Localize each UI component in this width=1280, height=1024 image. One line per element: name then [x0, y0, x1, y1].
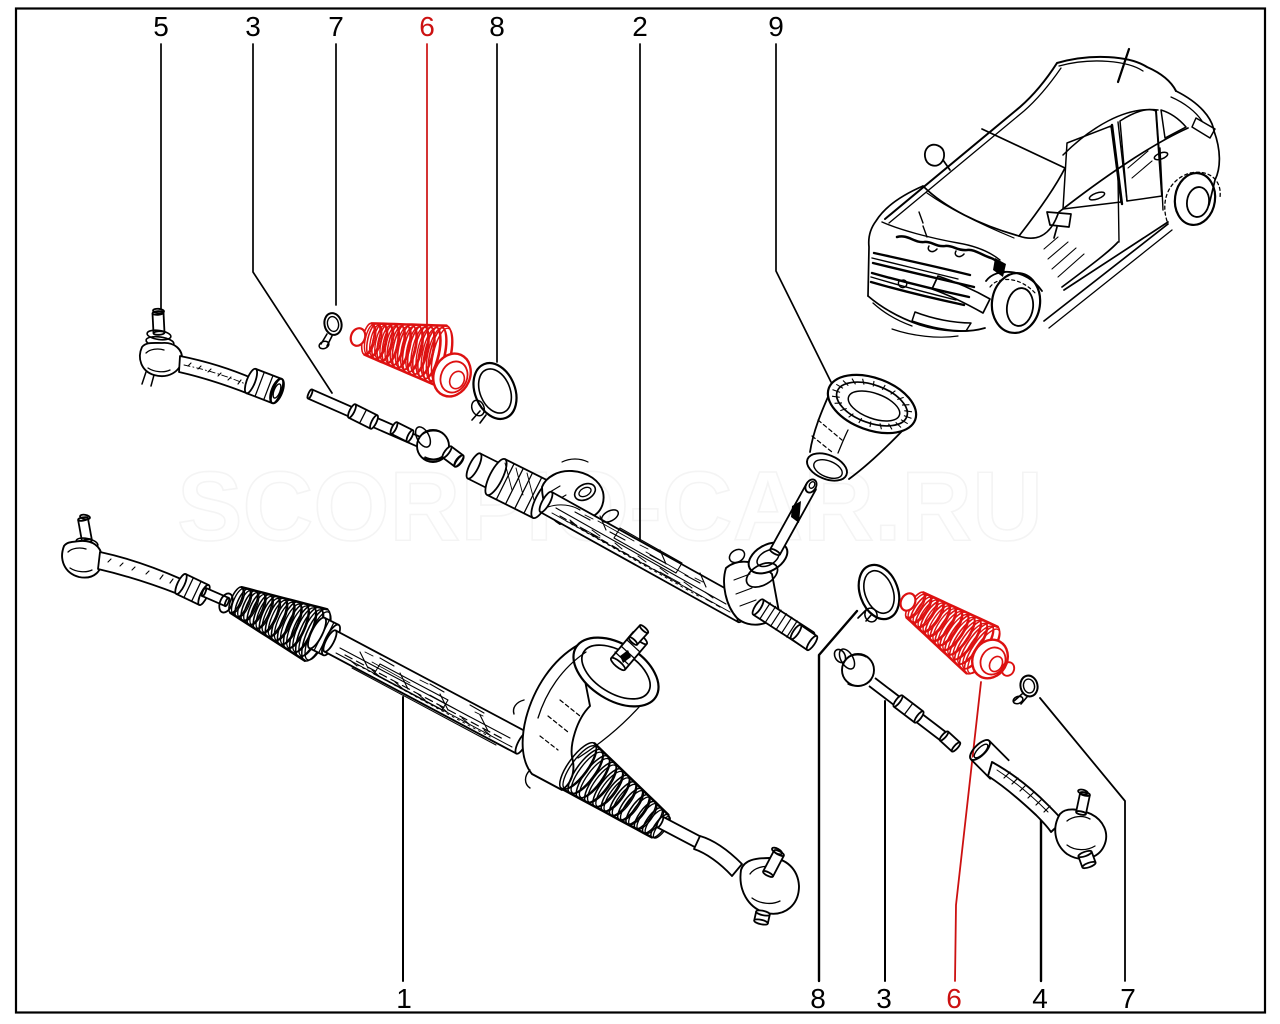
svg-text:6: 6 — [946, 983, 962, 1014]
svg-text:3: 3 — [245, 11, 261, 42]
svg-text:3: 3 — [876, 983, 892, 1014]
svg-text:5: 5 — [153, 11, 169, 42]
svg-text:1: 1 — [396, 983, 412, 1014]
svg-text:8: 8 — [810, 983, 826, 1014]
svg-text:7: 7 — [328, 11, 344, 42]
svg-text:6: 6 — [419, 11, 435, 42]
svg-text:8: 8 — [489, 11, 505, 42]
svg-text:9: 9 — [768, 11, 784, 42]
svg-text:4: 4 — [1032, 983, 1048, 1014]
svg-text:2: 2 — [632, 11, 648, 42]
svg-text:7: 7 — [1120, 983, 1136, 1014]
